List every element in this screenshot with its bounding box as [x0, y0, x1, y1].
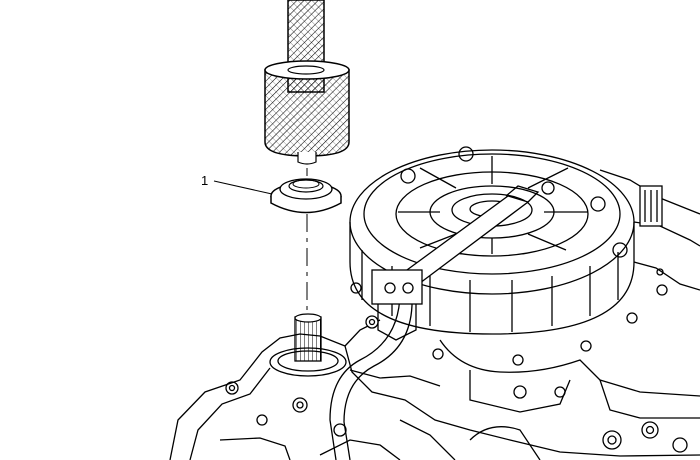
installer-tool	[264, 0, 350, 165]
callout-label-1: 1	[201, 173, 209, 188]
transmission-housing	[169, 146, 700, 460]
callout-leader	[213, 180, 273, 195]
seal	[270, 178, 342, 214]
output-shaft	[269, 313, 347, 377]
